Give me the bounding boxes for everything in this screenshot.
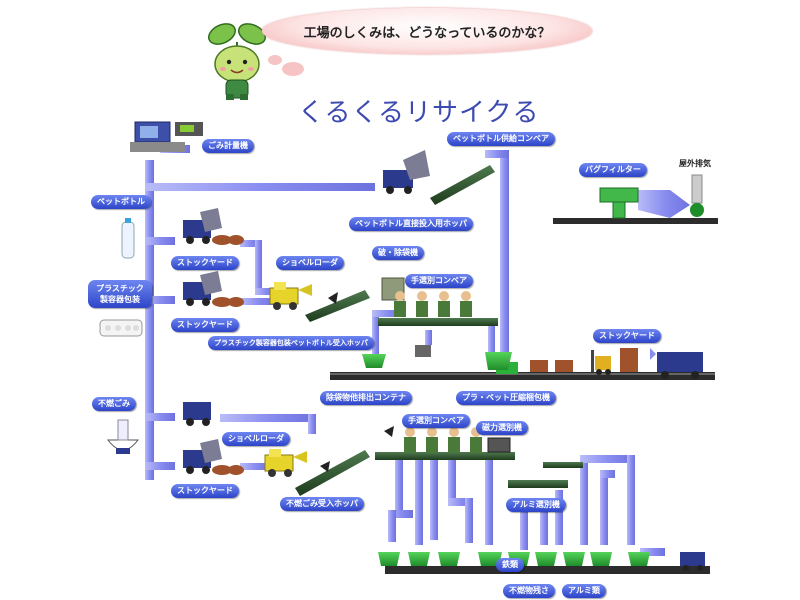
label-magnetic-separator: 磁力選別機 xyxy=(476,421,528,435)
label-nonburnable-hopper: 不燃ごみ受入ホッパ xyxy=(280,497,364,511)
rice-bowl-icon xyxy=(106,419,140,454)
pet-bottle-icon xyxy=(121,218,135,259)
label-hand-sort-conveyor-2: 手選別コンベア xyxy=(402,414,470,428)
label-iron: 鉄類 xyxy=(496,558,524,572)
label-plastic-pet-hopper: プラスチック製容器包装ペットボトル受入ホッパ xyxy=(208,336,374,350)
egg-carton-icon xyxy=(99,319,143,337)
label-pet-direct-hopper: ペットボトル直接投入用ホッパ xyxy=(349,217,473,231)
main-flow-pipes xyxy=(145,145,690,556)
label-plastic-packaging: プラスチック製容器包装 xyxy=(88,280,152,308)
label-scale: ごみ計量機 xyxy=(202,139,254,153)
label-aluminum-separator: アルミ選別機 xyxy=(506,498,566,512)
label-exhaust: 屋外排気 xyxy=(679,159,711,168)
forklift-icon xyxy=(591,350,611,375)
label-pet-bottle: ペットボトル xyxy=(91,195,151,209)
worker-icon xyxy=(394,291,482,453)
shovel-loader-icon xyxy=(264,282,312,477)
speech-bubble: 工場のしくみは、どうなっているのかな？ xyxy=(262,8,592,54)
label-baler: プラ・ペット圧縮梱包機 xyxy=(456,391,556,405)
filter-icon xyxy=(599,174,704,219)
label-nonburnable-residue: 不燃物残さ xyxy=(503,584,555,598)
truck-icon xyxy=(130,121,203,152)
label-stockyard-4: ストックヤード xyxy=(593,329,661,343)
label-bag-breaker: 破・除袋機 xyxy=(372,246,424,260)
page-title: くるくるリサイクる xyxy=(298,98,540,128)
mascot-sprout-icon xyxy=(208,23,266,100)
label-shovel-loader-1: ショベルローダ xyxy=(276,256,344,270)
label-stockyard-3: ストックヤード xyxy=(171,484,239,498)
bale-icon xyxy=(530,348,638,372)
label-nonburnable: 不燃ごみ xyxy=(92,397,136,411)
label-aluminum: アルミ類 xyxy=(562,584,606,598)
label-stockyard-1: ストックヤード xyxy=(171,256,239,270)
label-bag-filter: バグフィルター xyxy=(579,163,647,177)
label-pet-feed-conveyor: ペットボトル供給コンベア xyxy=(447,132,555,146)
conveyor-belts xyxy=(295,165,583,496)
floor-rails xyxy=(330,218,718,574)
stock-piles xyxy=(212,235,244,475)
label-shovel-loader-2: ショベルローダ xyxy=(222,432,290,446)
label-bag-container: 除袋物他排出コンテナ xyxy=(320,391,412,405)
label-stockyard-2: ストックヤード xyxy=(171,318,239,332)
label-hand-sort-conveyor-1: 手選別コンベア xyxy=(405,274,473,288)
